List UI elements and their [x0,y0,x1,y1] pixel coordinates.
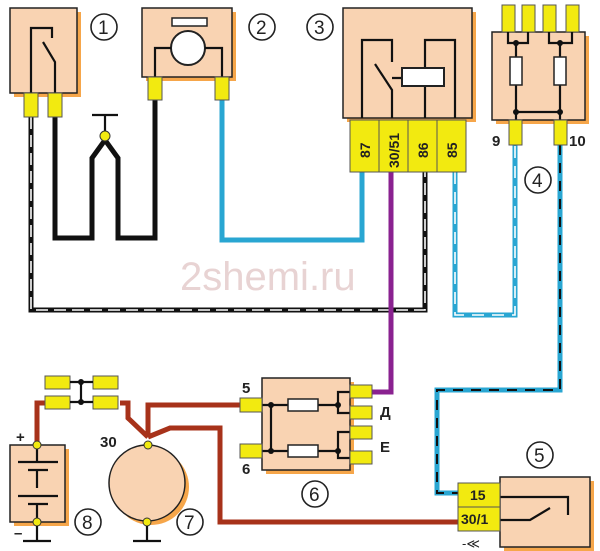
label-4: 4 [532,171,543,192]
label-7: 7 [184,513,195,534]
component-5-ignition-switch: 15 30/1 -≪ 5 [457,441,594,551]
pin-5: 5 [242,380,250,397]
terminal-30-51: 30/51 [386,133,402,168]
component-7-starter: 30 7 [100,434,204,543]
label-6: 6 [309,485,320,506]
pin-9: 9 [492,133,500,150]
component-3-relay: 87 30/51 86 85 3 [306,7,476,173]
wire-brown-fuse5 [145,402,240,437]
terminal-85: 85 [444,142,460,158]
label-3: 3 [314,18,325,39]
terminal-15: 15 [470,487,486,503]
component-8-battery: + – 8 [9,429,102,543]
terminal-87: 87 [357,142,373,158]
wire-brown-starter [120,400,150,439]
terminal-30-1: 30/1 [461,511,488,527]
pin-e: Е [380,439,390,456]
component-4-fuse-block: 9 10 4 [491,4,589,194]
wire-brown-battery [34,400,48,445]
label-5: 5 [534,446,545,467]
battery-plus: + [16,429,25,446]
component-2-motor: 2 [141,7,276,101]
component-6-fuse-box: 5 6 Д Е 6 [239,377,391,508]
pin-6: 6 [242,461,250,478]
terminal-30: 30 [100,434,117,451]
label-1: 1 [98,18,109,39]
wire-purple [372,172,394,395]
connector-pair [44,375,119,410]
wire-brown-ignition [147,425,460,525]
component-1-switch: 1 [9,7,118,118]
label-8: 8 [82,513,93,534]
wires [28,100,563,525]
watermark: 2shemi.ru [180,255,356,299]
pin-d: Д [380,404,391,421]
label-2: 2 [256,18,267,39]
terminal-86: 86 [415,142,431,158]
connector-symbol: -≪ [462,536,480,551]
pin-10: 10 [569,133,586,150]
wire-blue [219,100,365,243]
battery-minus: – [14,525,22,542]
